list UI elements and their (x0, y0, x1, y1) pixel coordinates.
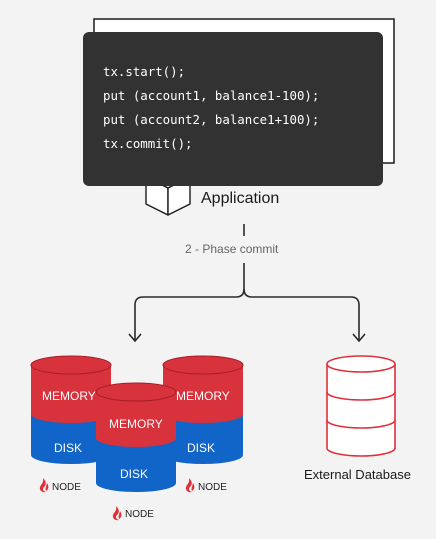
node-logo-icon (112, 506, 122, 521)
node-cylinder-middle: MEMORY DISK (95, 382, 177, 492)
node-logo-icon (185, 478, 195, 493)
memory-label-right: MEMORY (176, 389, 230, 403)
disk-label-middle: DISK (120, 467, 148, 481)
node-label-left: NODE (52, 482, 81, 493)
code-panel: tx.start(); put (account1, balance1-100)… (83, 32, 383, 186)
node-label-right: NODE (198, 482, 227, 493)
code-line: put (account1, balance1-100); (103, 88, 320, 103)
application-label: Application (201, 190, 280, 207)
node-cylinder-left: MEMORY DISK (30, 355, 112, 464)
memory-label-middle: MEMORY (109, 417, 163, 431)
node-badge-middle: NODE (112, 506, 154, 521)
node-label-middle: NODE (125, 509, 154, 520)
code-line: tx.start(); (103, 64, 186, 79)
node-cylinder-right: MEMORY DISK (162, 355, 244, 464)
node-badge-left: NODE (39, 478, 81, 493)
node-logo-icon (39, 478, 49, 493)
disk-label-left: DISK (54, 441, 82, 455)
code-line: put (account2, balance1+100); (103, 112, 320, 127)
node-badge-right: NODE (185, 478, 227, 493)
disk-label-right: DISK (187, 441, 215, 455)
commit-connector (128, 224, 366, 343)
two-phase-commit-label: 2 - Phase commit (185, 242, 279, 256)
code-line: tx.commit(); (103, 136, 193, 151)
database-icon (326, 355, 396, 457)
memory-label-left: MEMORY (42, 389, 96, 403)
external-database-label: External Database (304, 467, 411, 482)
